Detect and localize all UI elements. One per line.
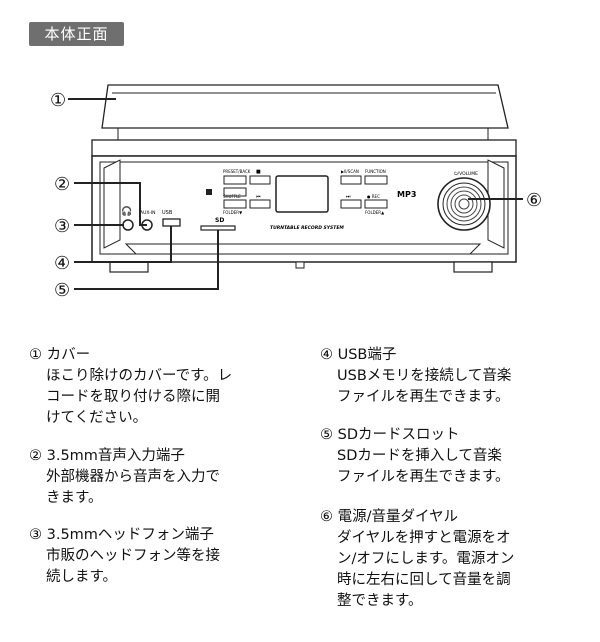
item-power-volume: ⑥ 電源/音量ダイヤル ダイヤルを押すと電源をオ ン/オフにします。電源オン 時…	[320, 507, 514, 612]
item-title: 電源/音量ダイヤル	[337, 509, 459, 525]
headphone-jack	[122, 219, 134, 231]
rec-button	[364, 199, 388, 209]
play-button	[340, 175, 362, 185]
device-front-illustration: 🎧 AUX-IN USB SD PRESET/BACK ■ SHUFFLE ⏮ …	[50, 84, 542, 301]
volume-label: ⏻/VOLUME	[454, 171, 478, 177]
callout-5: ⑤	[54, 280, 70, 301]
usb-port	[162, 218, 181, 227]
callout-6: ⑥	[526, 190, 542, 211]
item-title: 3.5mmヘッドフォン端子	[46, 527, 214, 543]
item-num: ③	[29, 527, 42, 543]
item-line: 整できます。	[337, 593, 423, 609]
item-cover: ① カバー ほこり除けのカバーです。レ コードを取り付ける際に開 けてください。	[29, 345, 232, 429]
preset-button	[223, 175, 247, 185]
headphone-icon: 🎧	[121, 205, 132, 217]
item-line: ン/オフにします。電源オン	[337, 551, 515, 567]
callout-1: ①	[50, 90, 66, 111]
next-button	[340, 199, 362, 209]
lcd-display	[275, 175, 329, 213]
item-line: きます。	[46, 490, 103, 506]
system-label: TURNTABLE RECORD SYSTEM	[270, 225, 344, 231]
stop2-button	[249, 175, 271, 185]
item-title: カバー	[46, 347, 91, 363]
mp3-label: MP3	[397, 190, 416, 199]
right-foot	[453, 261, 493, 273]
btn-label-next: ⏭	[346, 194, 351, 200]
volume-knob	[437, 177, 491, 231]
item-line: ファイルを再生できます。	[337, 389, 510, 405]
item-line: 市販のヘッドフォン等を接	[46, 548, 220, 564]
item-line: 時に左右に回して音量を調	[337, 572, 511, 588]
item-title: SDカードスロット	[337, 427, 460, 443]
prev-button	[249, 199, 271, 209]
btn-label-shuffle: SHUFFLE	[223, 194, 241, 199]
item-num: ②	[29, 448, 42, 464]
stop-button	[223, 187, 247, 197]
btn-label-function: FUNCTION	[365, 169, 386, 174]
dust-cover	[101, 84, 509, 129]
item-title: USB端子	[337, 347, 397, 363]
sd-slot	[200, 225, 236, 231]
item-line: SDカードを挿入して音楽	[337, 448, 502, 464]
btn-label-prev: ⏮	[256, 194, 261, 200]
btn-label-preset: PRESET/BACK	[223, 169, 251, 174]
btn-label-rec: ● REC	[367, 194, 380, 199]
item-line: ほこり除けのカバーです。レ	[46, 368, 233, 384]
body-top	[91, 139, 517, 157]
item-audio-in: ② 3.5mm音声入力端子 外部機器から音声を入力で きます。	[29, 446, 220, 509]
item-line: コードを取り付ける際に開	[46, 389, 220, 405]
item-line: USBメモリを接続して音楽	[337, 368, 512, 384]
item-line: けてください。	[46, 410, 148, 426]
item-line: 外部機器から音声を入力で	[46, 469, 220, 485]
btn-label-play: ▶II/SCAN	[341, 169, 359, 174]
left-foot	[109, 261, 149, 273]
callout-2: ②	[54, 174, 70, 195]
item-num: ①	[29, 347, 42, 363]
callout-lines	[68, 98, 523, 290]
item-line: 続します。	[46, 569, 118, 585]
item-title: 3.5mm音声入力端子	[46, 448, 185, 464]
sd-label: SD	[215, 217, 224, 224]
item-num: ⑤	[320, 427, 333, 443]
callout-3: ③	[54, 216, 70, 237]
btn-sublabel-folder-down: FOLDER▼	[223, 210, 243, 215]
callout-4: ④	[54, 253, 70, 274]
item-line: ダイヤルを押すと電源をオ	[337, 530, 511, 546]
btn-sublabel-folder-up: FOLDER▲	[365, 210, 385, 215]
item-num: ④	[320, 347, 333, 363]
function-button	[364, 175, 388, 185]
item-sd: ⑤ SDカードスロット SDカードを挿入して音楽 ファイルを再生できます。	[320, 425, 510, 488]
item-headphone: ③ 3.5mmヘッドフォン端子 市販のヘッドフォン等を接 続します。	[29, 525, 220, 588]
shuffle-button	[223, 199, 247, 209]
btn-label-stop: ■	[256, 169, 261, 175]
aux-label: AUX-IN	[140, 210, 156, 216]
item-usb: ④ USB端子 USBメモリを接続して音楽 ファイルを再生できます。	[320, 345, 511, 408]
item-line: ファイルを再生できます。	[337, 469, 510, 485]
usb-label: USB	[162, 210, 173, 216]
section-tag: 本体正面	[29, 22, 124, 46]
item-num: ⑥	[320, 509, 333, 525]
